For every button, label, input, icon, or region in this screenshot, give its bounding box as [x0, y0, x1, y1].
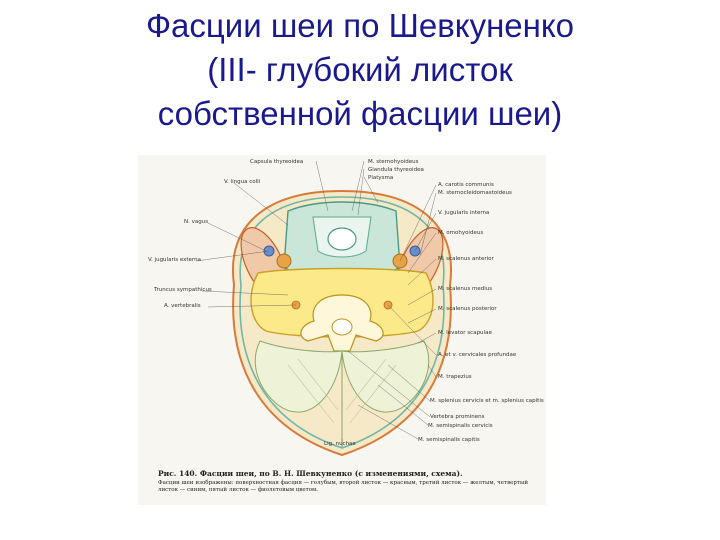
- neck-cross-section-diagram: Capsula thyreoidea M. sternohyoideus Gla…: [148, 159, 544, 457]
- label-lig-nuchae: Lig. nuchae: [324, 441, 356, 447]
- label-v-lingua-colli: V. lingua colli: [224, 179, 261, 185]
- neck-cross-section-figure: Capsula thyreoidea M. sternohyoideus Gla…: [138, 155, 546, 505]
- label-glandula-thyreoidea: Glandula thyreoidea: [368, 167, 424, 173]
- label-n-vagus: N. vagus: [184, 219, 208, 225]
- label-a-v-cervicales-profundae: A. et v. cervicales profundae: [438, 352, 517, 358]
- title-line-2: (III- глубокий листок: [207, 51, 513, 88]
- label-a-vertebralis: A. vertebralis: [164, 303, 201, 309]
- label-m-splenius: M. splenius cervicis et m. splenius capi…: [430, 398, 544, 404]
- title-line-1: Фасции шеи по Шевкуненко: [145, 7, 575, 44]
- label-m-trapezius: M. trapezius: [438, 374, 472, 380]
- label-truncus-sympathicus: Truncus sympathicus: [153, 287, 212, 293]
- figure-caption: Рис. 140. Фасции шеи, по В. Н. Шевкуненк…: [158, 469, 530, 494]
- label-platysma: Platysma: [368, 175, 393, 181]
- label-vertebra-prominens: Vertebra prominens: [430, 414, 485, 420]
- label-v-jugularis-externa: V. jugularis externa: [148, 257, 201, 263]
- title-line-3: собственной фасции шеи): [157, 95, 563, 132]
- label-m-scalenus-posterior: M. scalenus posterior: [438, 306, 497, 312]
- label-a-carotis-communis: A. carotis communis: [438, 182, 494, 188]
- label-m-omohyoideus: M. omohyoideus: [438, 230, 483, 236]
- caption-text: Фасции шеи изображены: поверхностная фас…: [158, 480, 529, 493]
- label-m-semispinalis-capitis: M. semispinalis capitis: [418, 437, 480, 443]
- caption-title: Рис. 140. Фасции шеи, по В. Н. Шевкуненк…: [158, 469, 463, 478]
- label-m-levator-scapulae: M. levator scapulae: [438, 330, 492, 336]
- label-v-jugularis-interna: V. jugularis interna: [438, 210, 489, 216]
- label-m-semispinalis-cervicis: M. semispinalis cervicis: [428, 423, 493, 429]
- label-capsula-thyreoidea: Capsula thyreoidea: [250, 159, 303, 165]
- label-m-scalenus-medius: M. scalenus medius: [438, 286, 492, 292]
- label-m-sternohyoideus: M. sternohyoideus: [368, 159, 419, 165]
- label-m-sternocleidomastoideus: M. sternocleidomastoideus: [438, 190, 512, 196]
- slide-title: Фасции шеи по Шевкуненко (III- глубокий …: [0, 4, 720, 136]
- label-m-scalenus-anterior: M. scalenus anterior: [438, 256, 495, 262]
